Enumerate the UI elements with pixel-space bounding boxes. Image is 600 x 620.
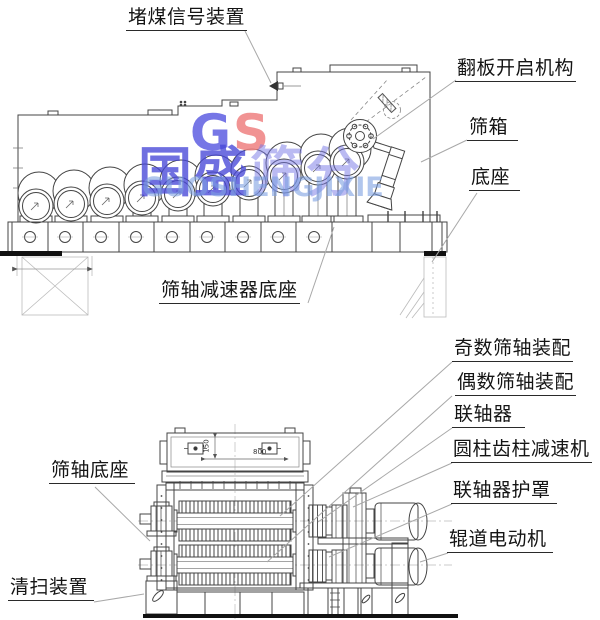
left-bearing-pedestals [139, 501, 178, 615]
label-roller-motor: 辊道电动机 [447, 530, 553, 553]
label-cylindrical-gear-reducer: 圆柱齿柱减速机 [451, 440, 592, 463]
label-screen-box: 筛箱 [467, 118, 519, 141]
label-coal-blockage-signal-device: 堵煤信号装置 [126, 8, 248, 31]
label-odd-screen-shaft-assembly: 奇数筛轴装配 [452, 339, 574, 362]
top-view-drawing [0, 64, 448, 319]
label-coupling: 联轴器 [452, 405, 525, 428]
bottom-view-base [143, 542, 458, 618]
label-base: 底座 [469, 168, 521, 191]
label-flap-opening-mechanism: 翻板开启机构 [455, 59, 577, 82]
bottom-view-drawing [138, 424, 458, 620]
label-even-screen-shaft-assembly: 偶数筛轴装配 [455, 373, 577, 396]
drive-train-upper [308, 487, 428, 541]
drive-train-lower [299, 537, 428, 589]
top-view-base [7, 211, 448, 253]
coal-blockage-signal-device [269, 81, 301, 91]
dimension-150: 150 [202, 439, 211, 453]
hopper-box [159, 427, 311, 473]
label-cleaning-device: 清扫装置 [8, 578, 95, 601]
support-legs [12, 256, 447, 319]
label-screen-shaft-base: 筛轴底座 [49, 461, 136, 484]
label-screen-shaft-reducer-base: 筛轴减速器底座 [159, 281, 300, 304]
screen-shafts [173, 500, 297, 586]
flap-opening-mechanism [343, 76, 427, 211]
leader-lines [93, 30, 478, 603]
label-coupling-guard: 联轴器护罩 [451, 481, 557, 504]
dimension-800: 800 [253, 448, 267, 456]
